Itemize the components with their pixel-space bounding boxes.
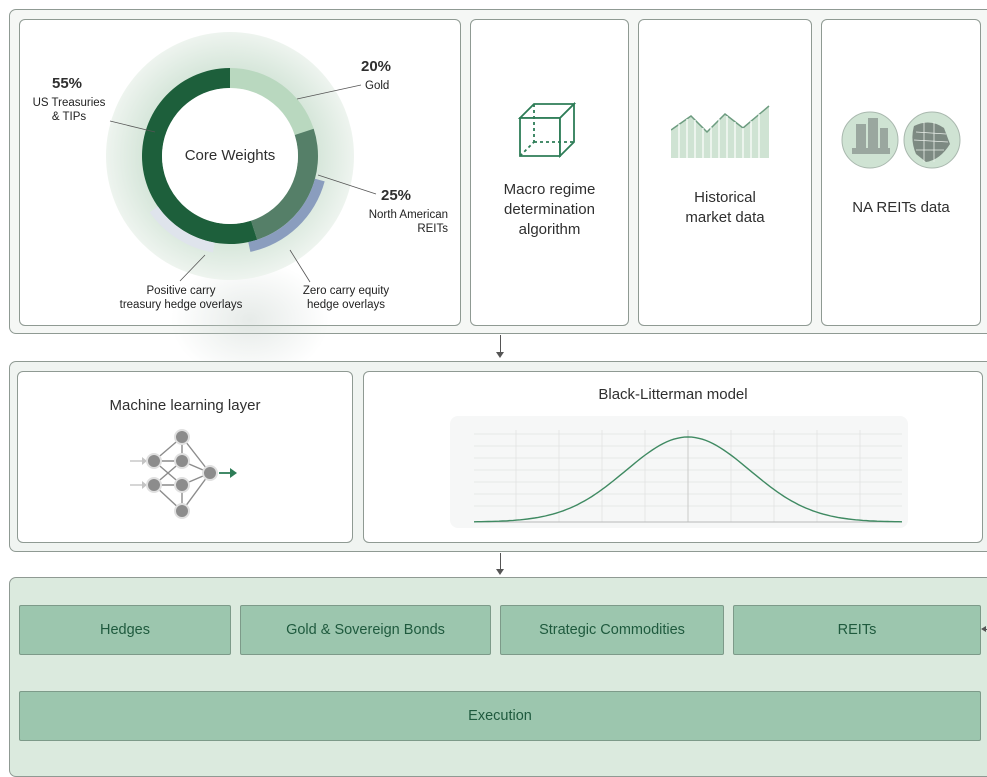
bell-curve-line <box>473 436 903 523</box>
gold-sovereign-bonds-button[interactable]: Gold & Sovereign Bonds <box>240 605 491 655</box>
donut-segment-1 <box>230 68 314 135</box>
positive-carry-label: Positive carry treasury hedge overlays <box>119 285 243 311</box>
gold-pct: 20% <box>361 58 392 75</box>
treasuries-pct: 55% <box>52 75 83 92</box>
leader-line-reits <box>317 174 377 195</box>
macro-regime-title: Macro regime determination algorithm <box>503 181 596 238</box>
flow-arrow-head-1 <box>496 352 504 358</box>
side-arrow-head <box>981 626 986 632</box>
bell-curve-panel <box>450 416 908 528</box>
strategic-commodities-button[interactable]: Strategic Commodities <box>500 605 724 655</box>
reits-button[interactable]: REITs <box>733 605 981 655</box>
donut-center-title: Core Weights <box>184 147 276 164</box>
core-weights-donut <box>106 32 377 283</box>
flow-arrow-line-1 <box>500 335 501 353</box>
map-globe-icon <box>841 111 961 169</box>
machine-learning-title: Machine learning layer <box>109 397 261 414</box>
treasuries-label: US Treasuries & TIPs <box>32 97 106 123</box>
leader-line-gold <box>296 84 362 100</box>
leader-line-treasuries <box>109 120 156 133</box>
core-weights-card: Core Weights 55% US Treasuries & TIPs 20… <box>19 19 461 380</box>
macro-regime-card: Macro regime determination algorithm <box>470 19 629 326</box>
hedges-button[interactable]: Hedges <box>19 605 231 655</box>
cube-icon <box>517 101 577 159</box>
reits-label: North American REITs <box>368 209 448 235</box>
area-chart-icon <box>671 105 770 158</box>
na-reits-data-card: NA REITs data <box>821 19 981 326</box>
positive-carry-overlay-arc <box>149 206 215 253</box>
gold-label: Gold <box>365 80 390 92</box>
flow-arrow-head-2 <box>496 569 504 575</box>
historical-market-data-title: Historical market data <box>685 189 765 226</box>
machine-learning-card: Machine learning layer <box>17 371 353 543</box>
zero-carry-overlay-arc <box>248 178 325 252</box>
card-glow <box>170 260 330 380</box>
na-reits-data-title: NA REITs data <box>852 199 950 216</box>
execution-button[interactable]: Execution <box>19 691 981 741</box>
donut-hole <box>162 88 298 224</box>
black-litterman-title: Black-Litterman model <box>598 386 748 403</box>
zero-carry-label: Zero carry equity hedge overlays <box>302 285 390 311</box>
leader-line-positive-carry <box>179 254 206 282</box>
bell-curve-icon <box>473 430 903 523</box>
donut-segment-0 <box>142 68 258 244</box>
leader-line-zero-carry <box>289 249 311 283</box>
flow-arrow-line-2 <box>500 553 501 570</box>
black-litterman-card: Black-Litterman model <box>363 371 983 543</box>
donut-segment-2 <box>251 128 318 240</box>
neural-network-icon <box>130 429 237 519</box>
reits-pct: 25% <box>381 187 412 204</box>
historical-market-data-card: Historical market data <box>638 19 812 326</box>
